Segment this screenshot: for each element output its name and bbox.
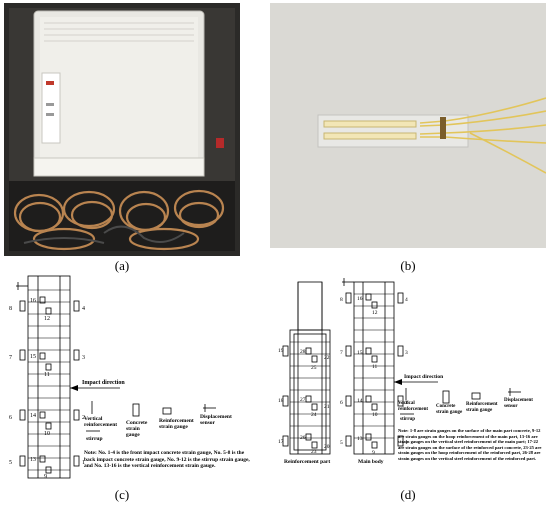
gauge-number: 13 — [357, 436, 363, 442]
gauge-number: 26 — [300, 435, 306, 441]
gauge-number: 5 — [340, 440, 343, 446]
gauge-number: 5 — [9, 460, 12, 466]
legend-stirrup: stirrup — [86, 436, 103, 442]
legend-reinforcement-gauge: Reinforcement strain gauge — [159, 418, 194, 430]
gauge-number: 25 — [311, 365, 317, 371]
gauge-number: 19 — [278, 348, 284, 354]
legend-concrete-gauge: Concrete strain gauge — [126, 420, 148, 438]
legend-vertical-reinforcement: Vertical reinforcement — [84, 416, 118, 428]
legend-reinforcement-gauge: Reinforcement strain gauge — [466, 402, 498, 413]
label-reinforcement-part: Reinforcement part — [284, 459, 331, 465]
gauge-number: 10 — [372, 412, 378, 418]
gauge-number: 4 — [405, 297, 408, 303]
caption-c: (c) — [114, 487, 130, 502]
gauge-number: 16 — [30, 298, 36, 304]
gauge-number: 8 — [9, 306, 12, 312]
gauge-number: 11 — [44, 372, 50, 378]
gauge-number: 14 — [357, 398, 363, 404]
legend-concrete-gauge: Concrete strain gauge — [436, 404, 463, 415]
photo-strain-gauges — [270, 3, 546, 248]
gauge-number: 12 — [44, 316, 50, 322]
gauge-number: 22 — [324, 355, 330, 361]
gauge-number: 15 — [357, 350, 363, 356]
gauge-number: 18 — [278, 398, 284, 404]
gauge-number: 14 — [30, 413, 36, 419]
gauge-number: 9 — [44, 474, 47, 480]
diagram-d: 19 28 25 22 18 27 24 21 17 26 23 20 8 16… — [278, 268, 548, 483]
gauge-number: 27 — [300, 397, 306, 403]
caption-d: (d) — [400, 487, 416, 502]
gauge-number: 17 — [278, 439, 284, 445]
gauge-number: 9 — [372, 450, 375, 456]
gauge-number: 1 — [405, 440, 408, 446]
caption-b: (b) — [400, 258, 416, 273]
gauge-number: 24 — [311, 412, 317, 418]
gauge-number: 12 — [372, 310, 378, 316]
gauge-number: 2 — [405, 400, 408, 406]
gauge-number: 7 — [340, 350, 343, 356]
gauge-number: 3 — [82, 355, 85, 361]
caption-a: (a) — [114, 258, 130, 273]
legend-vertical-reinforcement: Vertical reinforcement — [398, 401, 429, 412]
gauge-number: 4 — [82, 306, 85, 312]
legend-displacement-sensor: Displacement sensor — [200, 414, 232, 426]
diagram-c: 8 4 16 12 7 3 15 11 6 2 14 10 5 1 13 9 I… — [0, 268, 275, 483]
gauge-number: 7 — [9, 355, 12, 361]
gauge-number: 10 — [44, 431, 50, 437]
note-c: Note: No. 1-4 is the front impact concre… — [84, 450, 250, 469]
gauge-number: 21 — [324, 404, 330, 410]
gauge-number: 1 — [82, 460, 85, 466]
gauge-number: 20 — [324, 444, 330, 450]
gauge-number: 16 — [357, 296, 363, 302]
gauge-number: 13 — [30, 457, 36, 463]
gauge-number: 3 — [405, 350, 408, 356]
legend-displacement-sensor: Displacement sensor — [504, 398, 533, 409]
legend-stirrup: stirrup — [400, 417, 415, 422]
gauge-number: 6 — [9, 415, 12, 421]
gauge-number: 15 — [30, 354, 36, 360]
label-main-body: Main body — [358, 459, 384, 465]
note-d: Note: 1-8 are strain gauges on the surfa… — [398, 428, 542, 461]
gauge-number: 23 — [311, 449, 317, 455]
gauge-number: 8 — [340, 297, 343, 303]
gauge-number: 6 — [340, 400, 343, 406]
photo-acquisition-device — [4, 3, 240, 256]
impact-direction-label: Impact direction — [82, 380, 125, 386]
gauge-number: 28 — [300, 349, 306, 355]
impact-direction-label: Impact direction — [404, 374, 443, 380]
gauge-number: 11 — [372, 364, 378, 370]
gauge-number: 2 — [82, 415, 85, 421]
